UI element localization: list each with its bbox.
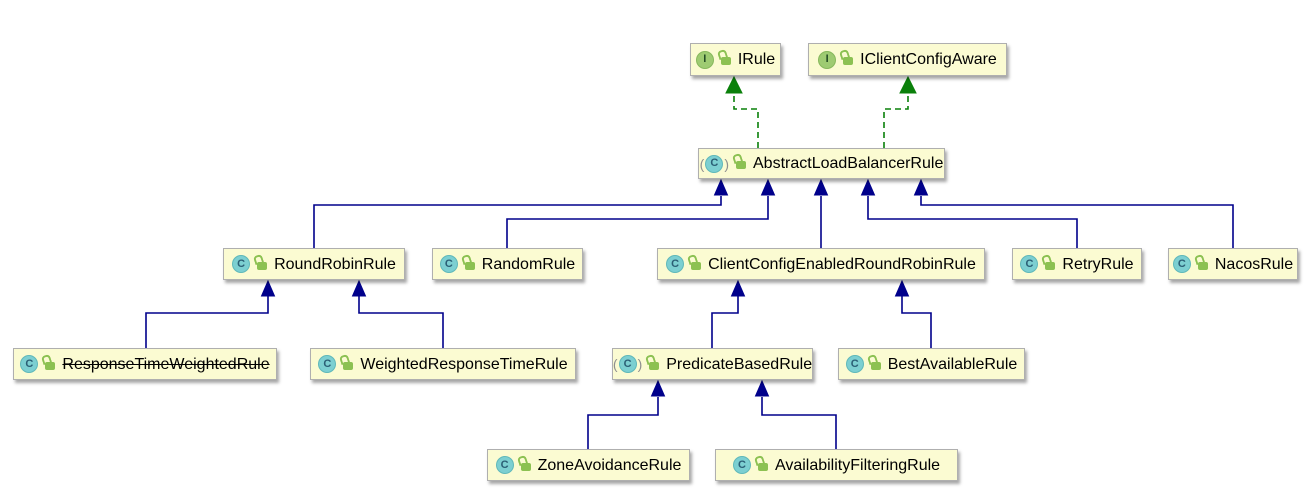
class-icon: C bbox=[20, 355, 39, 373]
class-node-zoneavoidancerule[interactable]: C ZoneAvoidanceRule bbox=[487, 449, 690, 481]
class-icon: C bbox=[439, 255, 458, 273]
class-icon: C bbox=[318, 355, 337, 373]
class-name-label: AbstractLoadBalancerRule bbox=[753, 155, 944, 172]
open-lock-icon bbox=[843, 57, 854, 65]
class-node-iclientconfigaware[interactable]: I IClientConfigAware bbox=[808, 43, 1007, 76]
class-name-label: ClientConfigEnabledRoundRobinRule bbox=[708, 255, 976, 273]
arrowhead-implements-iclientconfigaware bbox=[899, 75, 917, 94]
class-node-bestavailablerule[interactable]: C BestAvailableRule bbox=[838, 348, 1025, 380]
arrowhead-extends-randomrule bbox=[760, 178, 776, 196]
class-name-label: IClientConfigAware bbox=[860, 51, 997, 68]
edge-extends-responsetimeweightedrule bbox=[145, 296, 269, 348]
open-lock-icon bbox=[520, 462, 531, 471]
abstract-class-icon: C bbox=[700, 154, 729, 173]
class-name-label: AvailabilityFilteringRule bbox=[774, 456, 941, 474]
class-name-label-deprecated: ResponseTimeWeightedRule bbox=[62, 355, 270, 373]
class-name-label: RetryRule bbox=[1062, 255, 1134, 273]
class-name-label: RoundRobinRule bbox=[274, 255, 396, 273]
edge-extends-availabilityfilteringrule bbox=[761, 397, 837, 449]
arrowhead-extends-roundrobinrule bbox=[713, 178, 729, 196]
class-node-weightedresponsetimerule[interactable]: C WeightedResponseTimeRule bbox=[310, 348, 576, 380]
class-icon: C bbox=[1020, 255, 1039, 273]
abstract-class-icon: C bbox=[613, 355, 642, 373]
open-lock-icon bbox=[757, 462, 768, 471]
open-lock-icon bbox=[649, 361, 660, 370]
edge-extends-weightedresponsetimerule bbox=[358, 296, 444, 348]
arrowhead-extends-availabilityfilteringrule bbox=[754, 379, 770, 397]
edge-extends-zoneavoidancerule bbox=[587, 397, 659, 449]
class-node-roundrobinrule[interactable]: C RoundRobinRule bbox=[223, 248, 405, 280]
edge-extends-predicatebasedrule bbox=[711, 296, 739, 348]
class-icon: C bbox=[1172, 255, 1191, 273]
open-lock-icon bbox=[870, 361, 881, 370]
class-name-label: PredicateBasedRule bbox=[666, 355, 813, 373]
class-icon: C bbox=[495, 456, 514, 474]
open-lock-icon bbox=[691, 261, 702, 270]
class-icon: C bbox=[732, 456, 751, 474]
class-node-nacosrule[interactable]: C NacosRule bbox=[1168, 248, 1298, 280]
edge-extends-retryrule bbox=[867, 196, 1078, 248]
arrowhead-extends-zoneavoidancerule bbox=[650, 379, 666, 397]
class-name-label: WeightedResponseTimeRule bbox=[360, 355, 568, 373]
open-lock-icon bbox=[343, 361, 354, 370]
class-node-availabilityfilteringrule[interactable]: C AvailabilityFilteringRule bbox=[715, 449, 958, 481]
open-lock-icon bbox=[257, 261, 268, 270]
arrowhead-extends-clientconfigenabledroundrobinrule bbox=[813, 178, 829, 196]
edge-extends-roundrobinrule bbox=[313, 196, 722, 248]
edge-implements-abstractloadbalancerrule-iclientconfigaware bbox=[883, 94, 909, 148]
class-name-label: NacosRule bbox=[1214, 255, 1294, 273]
arrowhead-extends-responsetimeweightedrule bbox=[260, 279, 276, 297]
arrowhead-implements-irule bbox=[725, 75, 743, 94]
open-lock-icon bbox=[464, 261, 475, 270]
class-node-predicatebasedrule[interactable]: C PredicateBasedRule bbox=[612, 348, 813, 380]
edge-extends-bestavailablerule bbox=[901, 296, 932, 348]
class-icon: C bbox=[666, 255, 685, 273]
edge-implements-abstractloadbalancerrule-irule bbox=[733, 94, 759, 148]
class-name-label: IRule bbox=[737, 51, 776, 68]
open-lock-icon bbox=[720, 57, 731, 65]
class-icon: C bbox=[845, 355, 864, 373]
edge-extends-randomrule bbox=[506, 196, 769, 248]
class-node-randomrule[interactable]: C RandomRule bbox=[432, 248, 583, 280]
class-name-label: ZoneAvoidanceRule bbox=[537, 456, 682, 474]
open-lock-icon bbox=[1045, 261, 1056, 270]
class-node-responsetimeweightedrule[interactable]: C ResponseTimeWeightedRule bbox=[13, 348, 277, 380]
class-name-label: BestAvailableRule bbox=[887, 355, 1018, 373]
open-lock-icon bbox=[1197, 261, 1208, 270]
arrowhead-extends-bestavailablerule bbox=[894, 279, 910, 297]
class-name-label: RandomRule bbox=[481, 255, 576, 273]
class-node-irule[interactable]: I IRule bbox=[690, 43, 781, 76]
edge-extends-nacosrule bbox=[920, 196, 1234, 248]
class-node-clientconfigenabledroundrobinrule[interactable]: C ClientConfigEnabledRoundRobinRule bbox=[657, 248, 985, 280]
open-lock-icon bbox=[736, 161, 746, 169]
arrowhead-extends-predicatebasedrule bbox=[730, 279, 746, 297]
arrowhead-extends-weightedresponsetimerule bbox=[351, 279, 367, 297]
interface-icon: I bbox=[695, 50, 714, 69]
arrowhead-extends-nacosrule bbox=[913, 178, 929, 196]
class-icon: C bbox=[232, 255, 251, 273]
open-lock-icon bbox=[45, 361, 56, 370]
class-node-abstractloadbalancerrule[interactable]: C AbstractLoadBalancerRule bbox=[698, 148, 945, 179]
class-node-retryrule[interactable]: C RetryRule bbox=[1012, 248, 1142, 280]
interface-icon: I bbox=[818, 50, 837, 69]
arrowhead-extends-retryrule bbox=[860, 178, 876, 196]
